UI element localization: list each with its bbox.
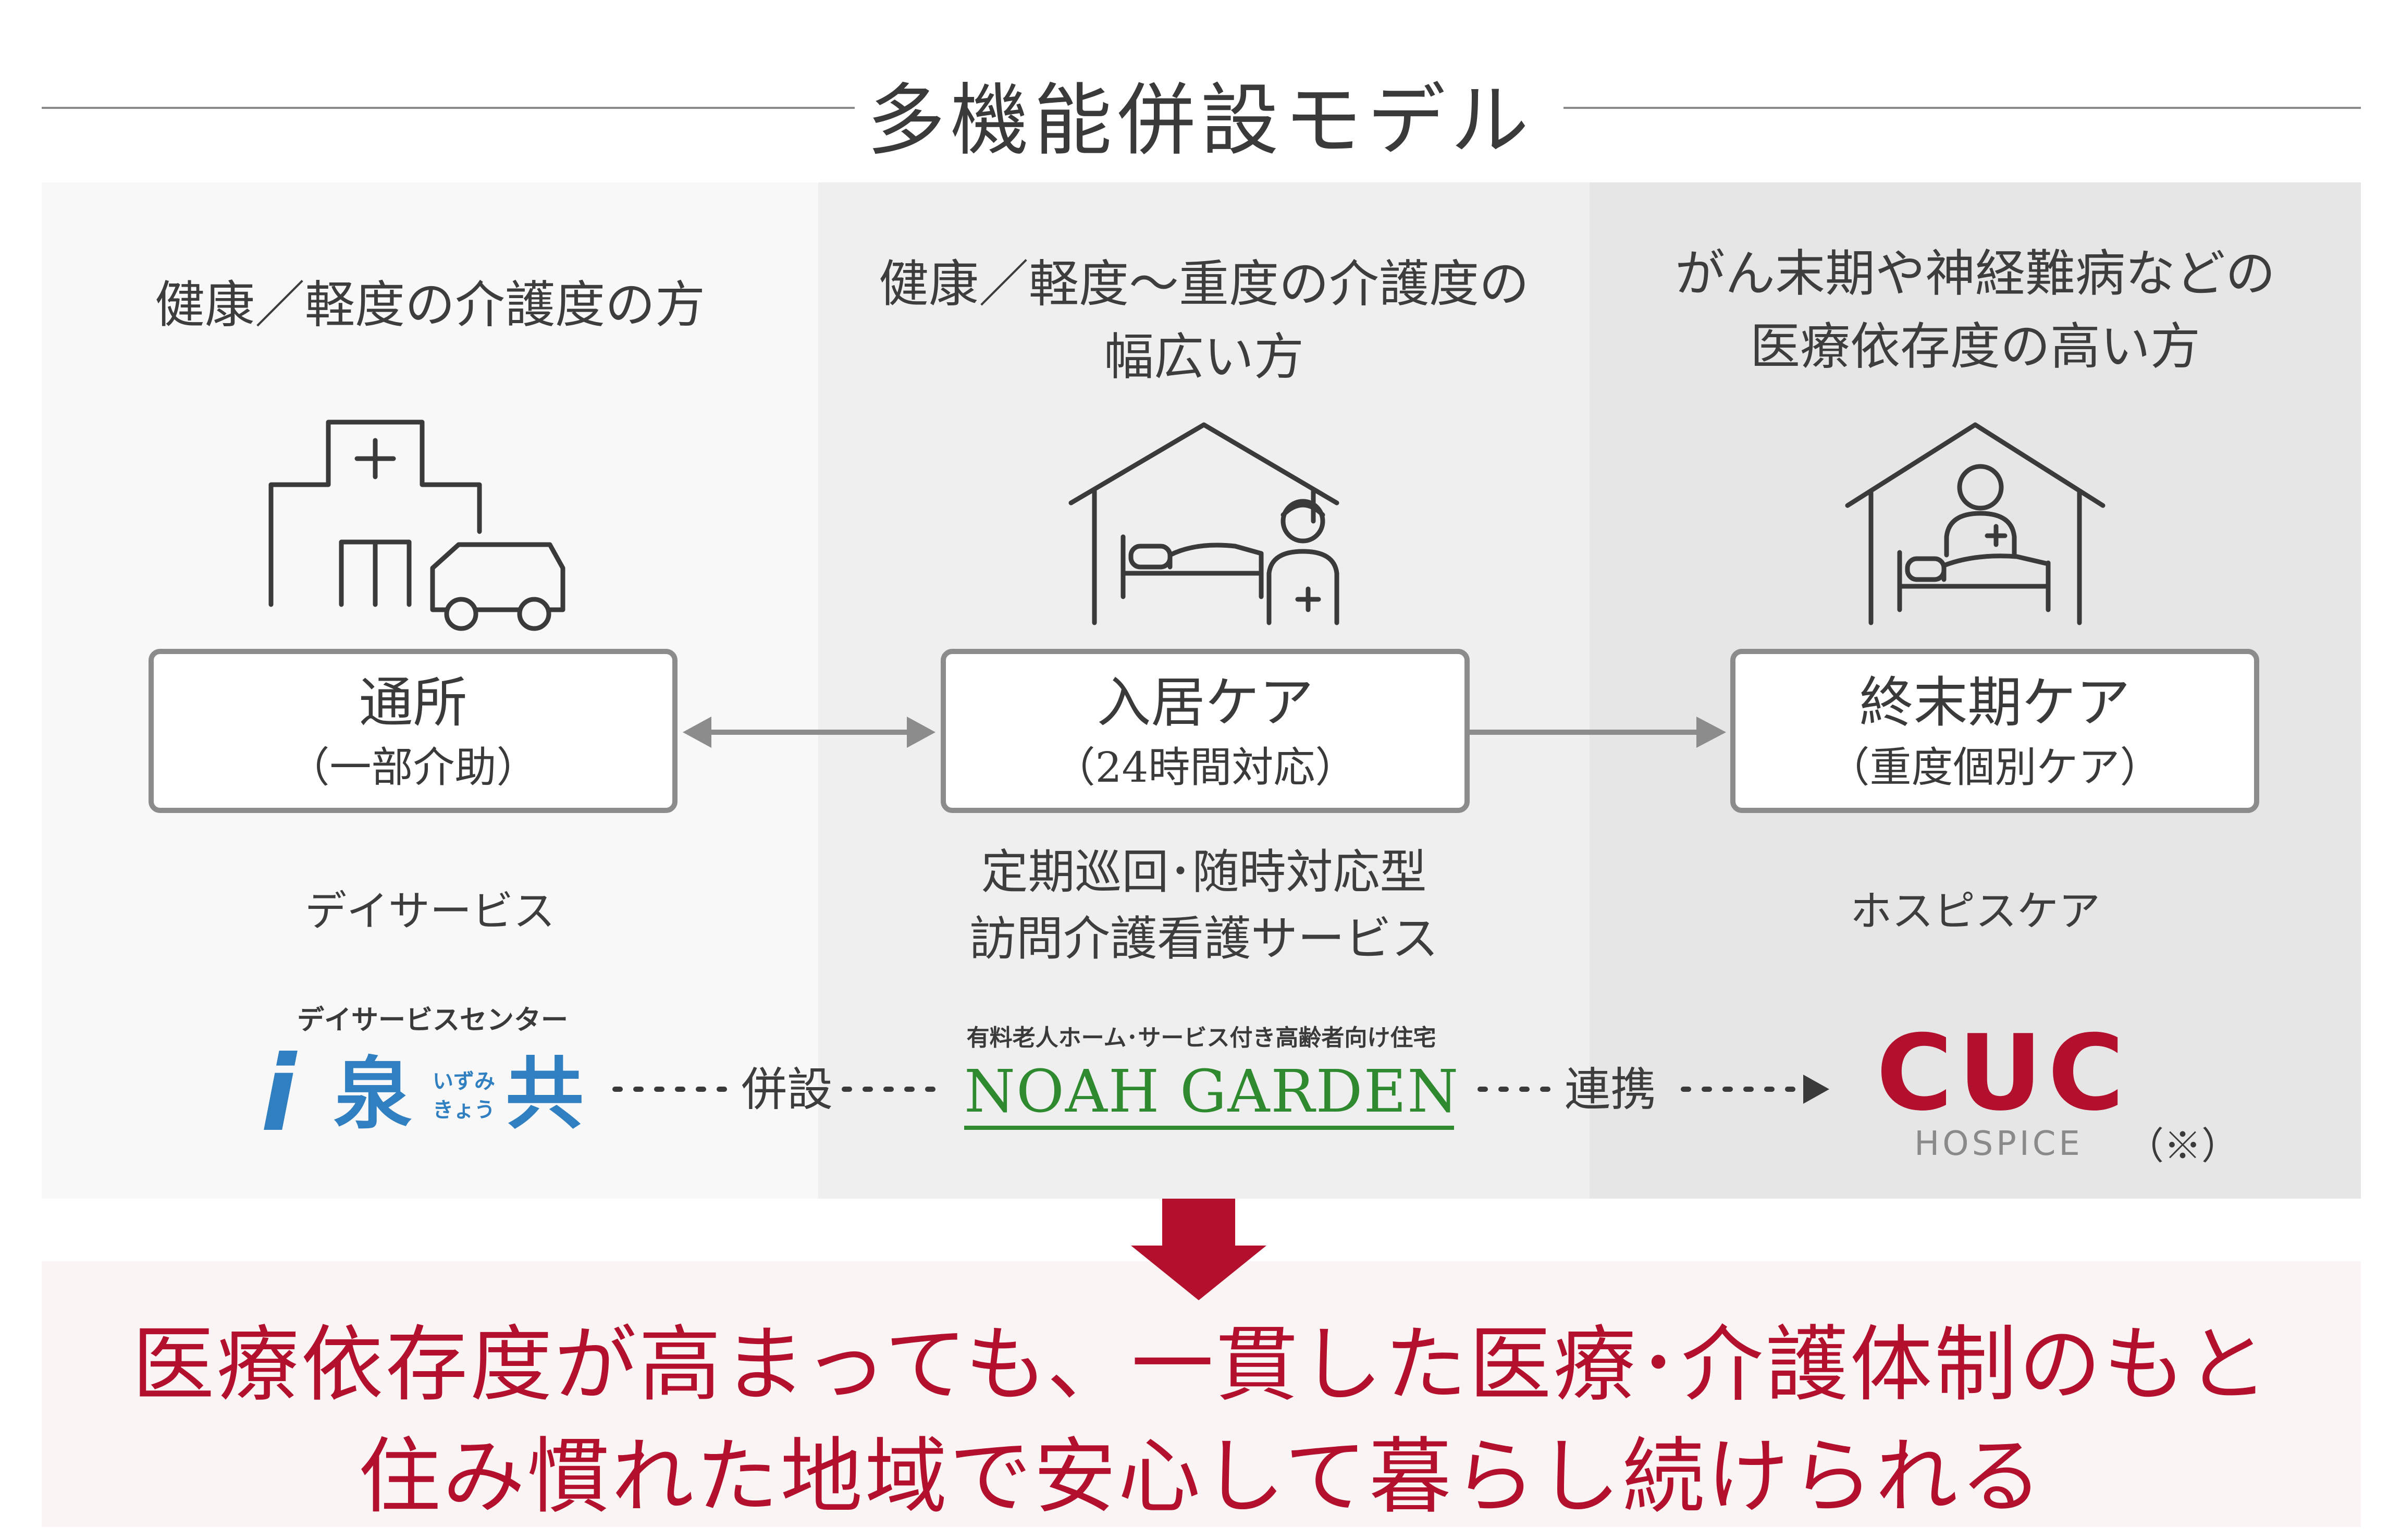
- column-heading-3: がん末期や神経難病などの 医療依存度の高い方: [1590, 237, 2361, 383]
- column-heading-1: 健康／軽度の介護度の方: [42, 268, 818, 341]
- service-label-2: 定期巡回･随時対応型 訪問介護看護サービス: [818, 839, 1590, 972]
- connector-label-partnership: 連携: [1564, 1063, 1656, 1116]
- box-subtitle: （一部介助）: [288, 743, 538, 792]
- dotted-line: [842, 1087, 941, 1092]
- house-patient-doctor-icon: [1845, 422, 2106, 625]
- house-bed-nurse-icon: [1068, 422, 1339, 625]
- service-line: 訪問介護看護サービス: [969, 911, 1438, 966]
- service-line: デイサービス: [305, 887, 555, 935]
- connector-label-colocated: 併設: [741, 1063, 833, 1116]
- box-subtitle: （24時間対応）: [1053, 743, 1357, 792]
- box-title: 通所: [359, 671, 467, 734]
- title-divider-right: [1563, 107, 2361, 109]
- conclusion-banner: 医療依存度が高まっても、一貫した医療･介護体制のもと 住み慣れた地域で安心して暮…: [42, 1261, 2361, 1527]
- logo-ruby-izumi: いずみ: [433, 1069, 495, 1093]
- title-area: 多機能併設モデル: [0, 47, 2401, 167]
- conclusion-line-1: 医療依存度が高まっても、一貫した医療･介護体制のもと: [132, 1317, 2271, 1413]
- logo-name: NOAH GARDEN: [964, 1058, 1460, 1126]
- heading-line: 医療依存度の高い方: [1750, 317, 2200, 376]
- logo-caption-izumikyo: デイサービスセンター: [297, 1005, 568, 1036]
- service-line: ホスピスケア: [1850, 887, 2100, 935]
- logo-subtitle: HOSPICE: [1914, 1125, 2083, 1163]
- logo-ruby-kyo: きょう: [433, 1098, 495, 1122]
- izumikyo-logo: i 泉 いずみ きょう 共: [261, 1042, 594, 1147]
- service-label-3: ホスピスケア: [1590, 878, 2361, 945]
- title-divider-left: [42, 107, 855, 109]
- logo-underline: [964, 1126, 1454, 1130]
- logo-name-kyo: 共: [506, 1049, 584, 1140]
- double-arrow-icon: [683, 717, 935, 748]
- box-subtitle: （重度個別ケア）: [1828, 743, 2162, 792]
- dotted-line: [612, 1087, 732, 1092]
- logo-name-izumi: 泉: [334, 1049, 412, 1140]
- dotted-arrow-icon: [1681, 1075, 1829, 1104]
- heading-line: 健康／軽度〜重度の介護度の: [879, 255, 1529, 313]
- logo-mark: i: [261, 1033, 297, 1155]
- noah-garden-logo: NOAH GARDEN: [964, 1058, 1460, 1131]
- care-box-day: 通所 （一部介助）: [149, 649, 678, 813]
- column-heading-2: 健康／軽度〜重度の介護度の 幅広い方: [818, 248, 1590, 393]
- cuc-hospice-logo: CUC HOSPICE: [1876, 1013, 2129, 1163]
- dotted-line: [1477, 1087, 1556, 1092]
- logo-name: CUC: [1876, 1013, 2129, 1134]
- box-title: 終末期ケア: [1859, 671, 2131, 734]
- logo-caption-noah-garden: 有料老人ホーム･サービス付き高齢者向け住宅: [966, 1025, 1436, 1051]
- right-arrow-icon: [1470, 717, 1726, 748]
- service-label-1: デイサービス: [42, 878, 818, 945]
- heading-line: がん末期や神経難病などの: [1675, 244, 2275, 303]
- footnote-marker: （※）: [2126, 1124, 2239, 1168]
- hospital-car-icon: [268, 420, 565, 631]
- service-line: 定期巡回･随時対応型: [981, 845, 1427, 900]
- heading-line: 幅広い方: [1104, 328, 1304, 386]
- care-box-residential: 入居ケア （24時間対応）: [941, 649, 1470, 813]
- page-title: 多機能併設モデル: [867, 76, 1534, 166]
- box-title: 入居ケア: [1097, 671, 1314, 734]
- care-box-end-of-life: 終末期ケア （重度個別ケア）: [1730, 649, 2259, 813]
- conclusion-line-2: 住み慣れた地域で安心して暮らし続けられる: [358, 1429, 2045, 1525]
- heading-line: 健康／軽度の介護度の方: [155, 276, 705, 334]
- down-arrow-icon: [1131, 1199, 1266, 1300]
